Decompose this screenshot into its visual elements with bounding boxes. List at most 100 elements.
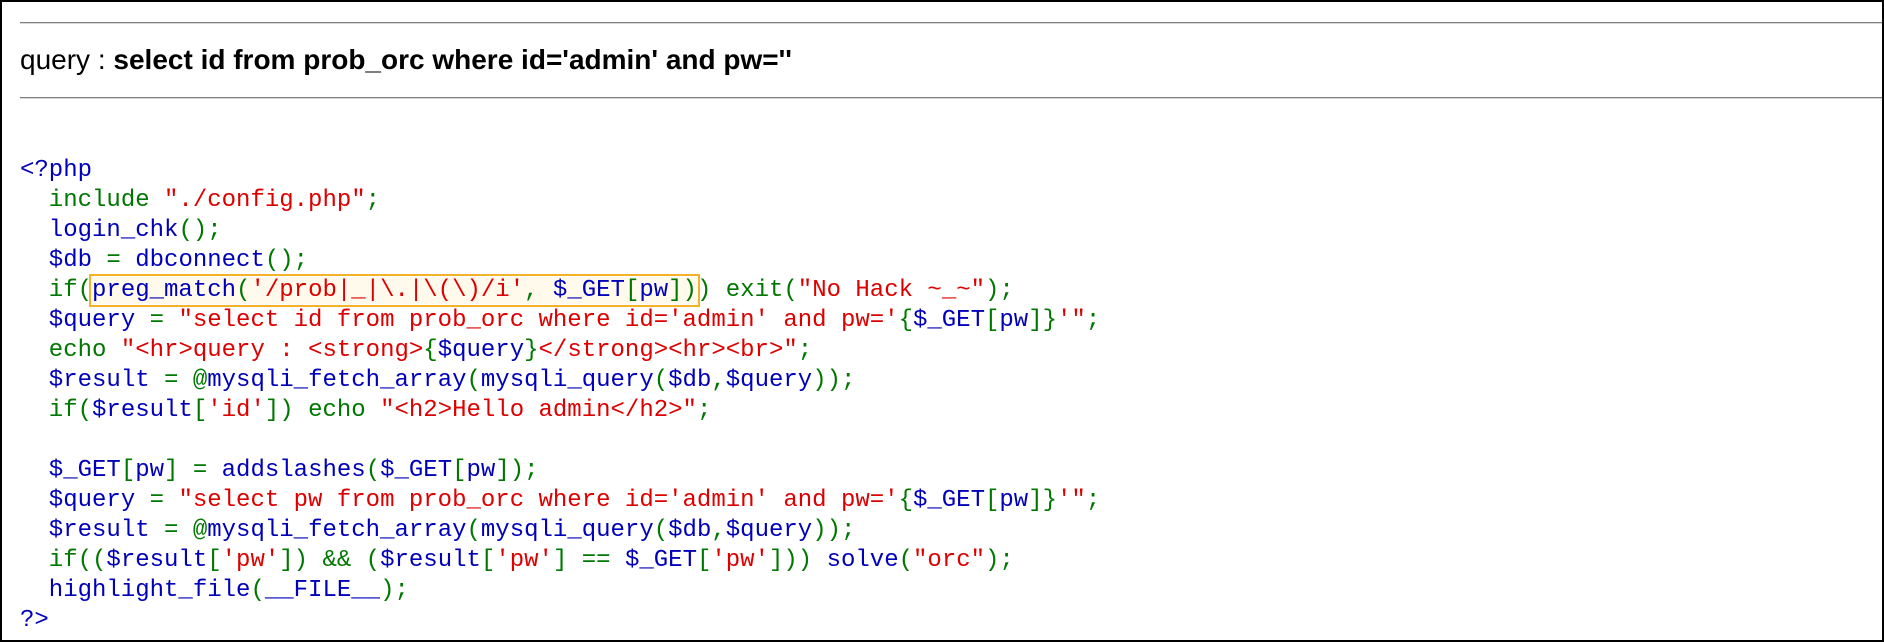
- code-token: [: [696, 547, 712, 574]
- code-token: );: [380, 577, 409, 604]
- code-token: (: [898, 547, 914, 574]
- code-token: =: [149, 487, 179, 514]
- code-token: =: [106, 247, 136, 274]
- code-token: [: [207, 547, 222, 574]
- code-token: "No Hack ~_~": [797, 277, 986, 304]
- code-token: pw: [999, 307, 1029, 334]
- code-token: ] ==: [552, 547, 625, 574]
- code-token: __FILE__: [264, 577, 381, 604]
- top-horizontal-rule: [20, 22, 1882, 24]
- code-token: $_GET: [20, 457, 121, 484]
- code-token: ]): [668, 277, 697, 304]
- bottom-horizontal-rule: [20, 97, 1882, 99]
- code-line: if(preg_match('/prob|_|\.|\(\)/i', $_GET…: [20, 274, 1100, 307]
- code-token: mysqli_query: [480, 367, 654, 394]
- code-token: ();: [178, 217, 222, 244]
- code-token: [: [452, 457, 467, 484]
- code-token: {: [898, 487, 913, 514]
- code-line: $result = @mysqli_fetch_array(mysqli_que…: [20, 516, 1100, 546]
- code-token: "select pw from prob_orc where id='admin…: [178, 487, 899, 514]
- code-token: mysqli_fetch_array: [207, 517, 467, 544]
- code-token: pw: [999, 487, 1029, 514]
- code-token: $db: [668, 517, 712, 544]
- code-token: include: [20, 187, 165, 214]
- code-token: (: [653, 517, 669, 544]
- code-line: $db = dbconnect();: [20, 246, 1100, 276]
- code-token: ;: [365, 187, 381, 214]
- code-line: if($result['id']) echo "<h2>Hello admin<…: [20, 396, 1100, 426]
- code-token: ;: [797, 337, 813, 364]
- code-token: highlight_file: [20, 577, 251, 604]
- code-line: [20, 426, 1100, 456]
- code-token: $query: [20, 307, 150, 334]
- code-token: [: [984, 307, 1000, 334]
- code-token: = @: [164, 517, 208, 544]
- code-line: $_GET[pw] = addslashes($_GET[pw]);: [20, 456, 1100, 486]
- code-token: $_GET: [552, 277, 625, 304]
- code-token: "<hr>query : <strong>: [120, 337, 424, 364]
- code-token: $db: [668, 367, 712, 394]
- code-token: login_chk: [20, 217, 179, 244]
- code-token: ;: [696, 397, 712, 424]
- code-token: if(: [20, 397, 93, 424]
- code-token: ,: [711, 517, 726, 544]
- code-token: ) exit(: [696, 277, 798, 304]
- code-token: [: [192, 397, 208, 424]
- code-token: <?php: [20, 157, 93, 184]
- code-token: ]}: [1028, 487, 1058, 514]
- code-token: $db: [20, 247, 107, 274]
- code-token: ;: [1085, 487, 1101, 514]
- code-token: );: [985, 277, 1014, 304]
- code-token: ));: [812, 517, 856, 544]
- code-token: "orc": [913, 547, 986, 574]
- code-token: ?>: [20, 607, 49, 634]
- query-output: query : select id from prob_orc where id…: [20, 40, 792, 80]
- code-token: [: [480, 547, 496, 574]
- code-line: highlight_file(__FILE__);: [20, 576, 1100, 606]
- code-token: (: [250, 577, 265, 604]
- code-token: (: [236, 277, 251, 304]
- code-token: $result: [380, 547, 481, 574]
- code-line: include "./config.php";: [20, 186, 1100, 216]
- code-token: [: [984, 487, 1000, 514]
- code-token: addslashes: [221, 457, 366, 484]
- code-token: 'pw': [495, 547, 553, 574]
- code-token: ,: [524, 277, 553, 304]
- code-token: "select id from prob_orc where id='admin…: [178, 307, 899, 334]
- code-token: ,: [711, 367, 726, 394]
- code-token: "./config.php": [164, 187, 366, 214]
- code-token: ));: [812, 367, 856, 394]
- code-token: pw: [466, 457, 496, 484]
- code-line: echo "<hr>query : <strong>{$query}</stro…: [20, 336, 1100, 366]
- query-label: query :: [20, 44, 114, 75]
- code-token: solve: [826, 547, 899, 574]
- code-token: ])): [768, 547, 827, 574]
- code-token: if((: [20, 547, 107, 574]
- code-token: $_GET: [912, 487, 985, 514]
- code-line: $result = @mysqli_fetch_array(mysqli_que…: [20, 366, 1100, 396]
- code-token: );: [985, 547, 1014, 574]
- code-token: ();: [264, 247, 309, 274]
- code-line: $query = "select id from prob_orc where …: [20, 306, 1100, 336]
- code-token: '": [1057, 307, 1086, 334]
- code-token: $query: [437, 337, 525, 364]
- code-token: echo: [20, 337, 121, 364]
- code-token: mysqli_fetch_array: [207, 367, 467, 394]
- code-token: 'pw': [221, 547, 280, 574]
- code-token: ] =: [164, 457, 222, 484]
- code-token: {: [898, 307, 913, 334]
- code-token: $result: [20, 367, 165, 394]
- code-token: pw: [135, 457, 165, 484]
- code-line: <?php: [20, 156, 1100, 186]
- code-token: = @: [164, 367, 208, 394]
- code-token: mysqli_query: [480, 517, 654, 544]
- code-token: $result: [92, 397, 193, 424]
- code-token: $_GET: [912, 307, 985, 334]
- code-token: dbconnect: [135, 247, 265, 274]
- code-token: 'pw': [711, 547, 769, 574]
- code-token: '/prob|_|\.|\(\)/i': [250, 277, 525, 304]
- code-token: </strong><hr><br>": [538, 337, 798, 364]
- code-token: $result: [106, 547, 208, 574]
- code-token: $_GET: [624, 547, 697, 574]
- code-line: ?>: [20, 606, 1100, 636]
